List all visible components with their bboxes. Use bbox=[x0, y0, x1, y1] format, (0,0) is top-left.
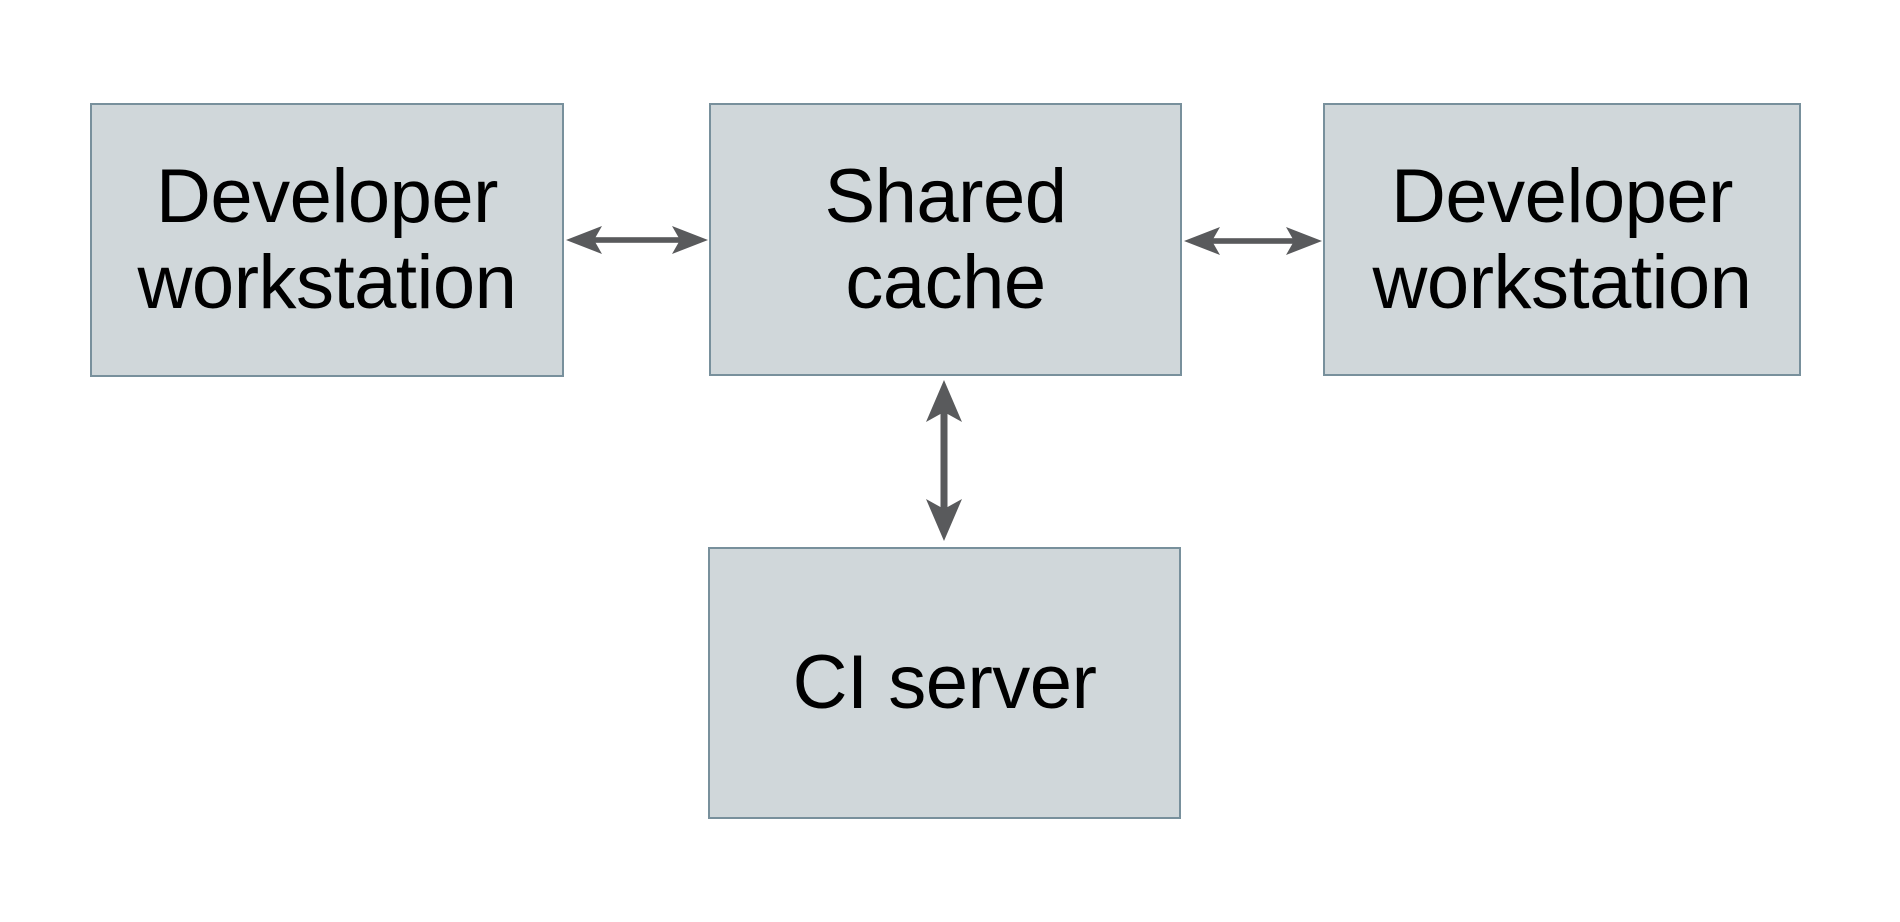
node-label-line: Developer bbox=[156, 154, 498, 239]
node-label-line: Shared bbox=[824, 153, 1067, 239]
node-label-line: workstation bbox=[1372, 239, 1752, 325]
arrow-devleft-cache bbox=[566, 226, 708, 254]
node-label-line: CI server bbox=[792, 640, 1097, 725]
arrow-cache-ciserver bbox=[926, 380, 962, 541]
arrow-shaft bbox=[592, 237, 682, 243]
arrowhead-up-icon bbox=[926, 380, 962, 422]
arrowhead-left-icon bbox=[566, 226, 602, 254]
arrowhead-right-icon bbox=[672, 226, 708, 254]
node-developer-workstation-left: Developer workstation bbox=[90, 103, 564, 377]
arrow-cache-devright bbox=[1184, 227, 1322, 255]
arrow-shaft bbox=[1210, 238, 1296, 244]
node-label-line: Developer bbox=[1391, 153, 1733, 239]
node-label-line: cache bbox=[845, 239, 1046, 325]
node-label-line: workstation bbox=[137, 240, 517, 325]
node-developer-workstation-right: Developer workstation bbox=[1323, 103, 1801, 376]
arrow-shaft bbox=[940, 410, 948, 511]
arrowhead-right-icon bbox=[1286, 227, 1322, 255]
arrowhead-left-icon bbox=[1184, 227, 1220, 255]
node-ci-server: CI server bbox=[708, 547, 1181, 819]
node-shared-cache: Shared cache bbox=[709, 103, 1182, 376]
arrowhead-down-icon bbox=[926, 499, 962, 541]
